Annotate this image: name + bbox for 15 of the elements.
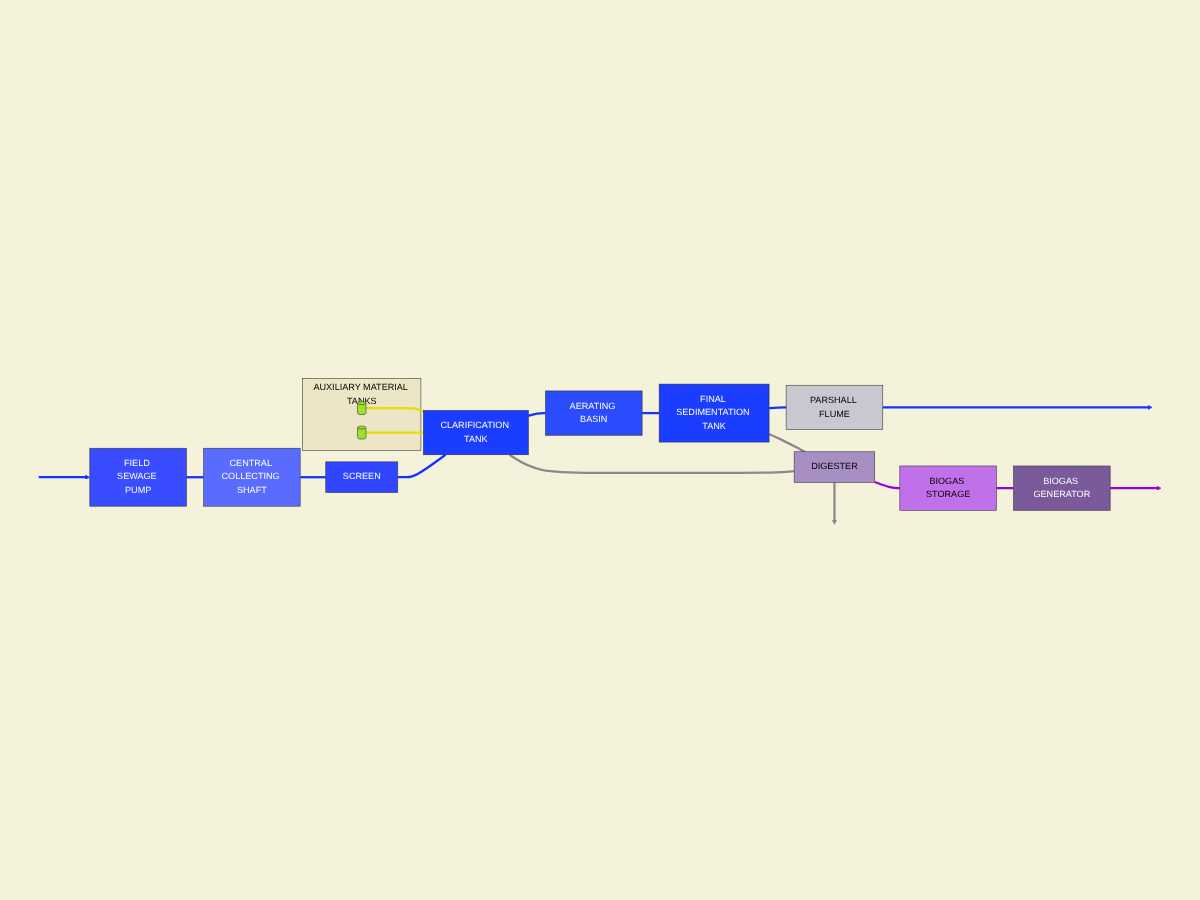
node-cylinder [357,400,367,414]
pipe-line [508,452,795,473]
pipe-line [366,406,424,412]
pipe-line [768,405,787,409]
flow-arrow [831,481,837,524]
pipe-line [528,411,546,416]
pipe-line [366,430,424,433]
node-cylinder [357,424,367,439]
flow-arrow [38,473,91,479]
pipe-line [397,452,447,478]
pipe-line [768,432,806,452]
flow-arrow [1110,484,1162,490]
pipe-line [300,475,326,478]
pipe-line [874,480,900,489]
flow-arrow [882,403,1153,409]
